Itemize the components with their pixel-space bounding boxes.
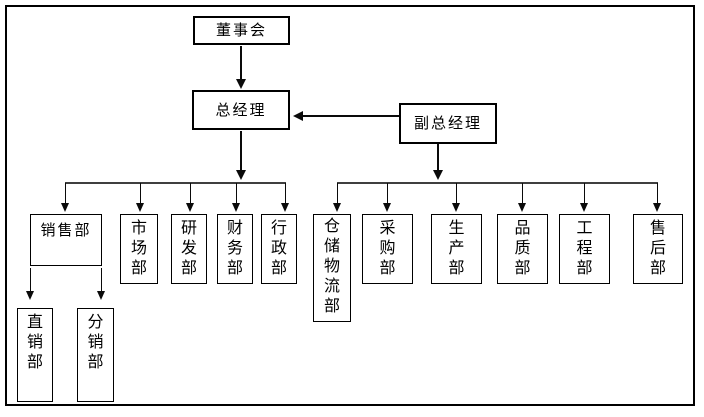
edge-gm-sales-stem: [65, 183, 66, 203]
node-board: 董事会: [193, 16, 290, 45]
node-engineering-label: 工程部: [576, 220, 593, 277]
node-board-label: 董事会: [215, 22, 267, 39]
edge-dgm-warehouse-arrowhead: [333, 203, 341, 212]
edge-dgm-aftersales-stem: [657, 183, 658, 203]
node-sales: 销售部: [30, 214, 102, 266]
node-warehouse-logistics: 仓储物流部: [313, 214, 351, 322]
edge-dgm-branch-stem: [437, 144, 439, 170]
node-purchasing-label: 采购部: [379, 220, 396, 277]
edge-gm-branch-arrowhead: [236, 170, 246, 180]
edge-gm-admin-arrowhead: [281, 203, 289, 212]
node-general-manager-label: 总经理: [215, 101, 267, 119]
node-quality: 品质部: [497, 214, 548, 284]
node-rnd: 研发部: [171, 214, 207, 284]
node-deputy-general-manager-label: 副总经理: [413, 115, 482, 132]
edge-dgm-purchasing-stem: [387, 183, 388, 203]
edge-board-gm-arrowhead: [236, 79, 246, 89]
edge-dgm-production-stem: [456, 183, 457, 203]
edge-gm-branch-stem: [240, 131, 242, 170]
node-distribution: 分销部: [77, 308, 114, 402]
edge-gm-admin-stem: [285, 183, 286, 203]
edge-dgm-branch-arrowhead: [433, 170, 443, 180]
node-quality-label: 品质部: [514, 220, 531, 277]
edge-sales-direct-arrowhead: [26, 291, 34, 300]
node-direct-sales-label: 直销部: [26, 314, 43, 371]
node-purchasing: 采购部: [362, 214, 413, 284]
node-sales-label: 销售部: [40, 222, 92, 239]
edge-gm-market-arrowhead: [136, 203, 144, 212]
edge-dgm-gm-arrowhead: [293, 111, 303, 121]
node-admin: 行政部: [261, 214, 297, 284]
node-after-sales: 售后部: [633, 214, 683, 284]
edge-dgm-engineering-stem: [584, 183, 585, 203]
node-market: 市场部: [120, 214, 158, 284]
edge-board-gm-stem: [240, 46, 242, 79]
edge-sales-distribution-arrowhead: [97, 291, 105, 300]
edge-dgm-quality-arrowhead: [518, 203, 526, 212]
edge-sales-direct-stem: [30, 268, 31, 291]
node-warehouse-logistics-label: 仓储物流部: [323, 218, 340, 315]
node-deputy-general-manager: 副总经理: [399, 103, 497, 144]
node-production: 生产部: [431, 214, 482, 284]
edge-gm-rnd-arrowhead: [186, 203, 194, 212]
edge-dgm-purchasing-arrowhead: [383, 203, 391, 212]
node-market-label: 市场部: [130, 220, 147, 277]
node-admin-label: 行政部: [270, 220, 287, 277]
node-finance-label: 财务部: [226, 220, 243, 277]
edge-sales-distribution-stem: [101, 268, 102, 291]
node-finance: 财务部: [217, 214, 253, 284]
node-direct-sales: 直销部: [17, 308, 53, 402]
edge-gm-rnd-stem: [190, 183, 191, 203]
edge-gm-sales-arrowhead: [61, 203, 69, 212]
node-general-manager: 总经理: [192, 90, 290, 130]
edge-dgm-aftersales-arrowhead: [653, 203, 661, 212]
edge-gm-finance-arrowhead: [232, 203, 240, 212]
node-engineering: 工程部: [559, 214, 610, 284]
edge-dgm-quality-stem: [522, 183, 523, 203]
edge-gm-market-stem: [140, 183, 141, 203]
edge-dgm-production-arrowhead: [452, 203, 460, 212]
edge-gm-finance-stem: [236, 183, 237, 203]
left-branch-line: [65, 182, 286, 184]
edge-dgm-engineering-arrowhead: [580, 203, 588, 212]
right-branch-line: [337, 182, 658, 184]
node-after-sales-label: 售后部: [649, 220, 666, 277]
node-production-label: 生产部: [448, 220, 465, 277]
edge-dgm-gm-stem: [303, 115, 399, 117]
node-distribution-label: 分销部: [87, 314, 104, 371]
node-rnd-label: 研发部: [180, 220, 197, 277]
edge-dgm-warehouse-stem: [337, 183, 338, 203]
